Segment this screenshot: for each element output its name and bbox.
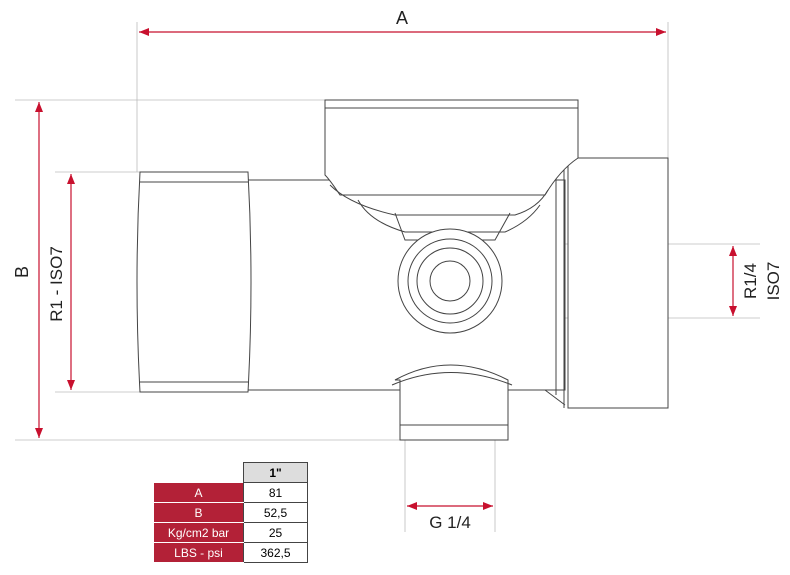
row-label: LBS - psi (153, 542, 244, 563)
right-socket (567, 157, 669, 409)
spec-table-size-header: 1" (243, 462, 308, 483)
table-row: Kg/cm2 bar 25 (153, 522, 308, 543)
row-label: A (153, 482, 244, 503)
bottom-port (394, 364, 509, 441)
dimension-lines (35, 28, 737, 510)
table-row: A 81 (153, 482, 308, 503)
spec-table: 1" A 81 B 52,5 Kg/cm2 bar 25 LBS - psi 3… (153, 462, 308, 563)
dim-r14-label-1: R1/4 (741, 263, 760, 299)
row-value: 362,5 (243, 542, 308, 563)
row-value: 81 (243, 482, 308, 503)
row-label: B (153, 502, 244, 523)
left-thread-end (136, 171, 252, 393)
dim-r1-label: R1 - ISO7 (47, 246, 66, 322)
dim-b-label: B (12, 266, 32, 278)
table-row: LBS - psi 362,5 (153, 542, 308, 563)
valve-body (136, 99, 669, 441)
row-label: Kg/cm2 bar (153, 522, 244, 543)
row-value: 52,5 (243, 502, 308, 523)
spec-table-header: 1" (154, 462, 308, 483)
dim-g14-label: G 1/4 (429, 513, 471, 532)
spec-table-corner (154, 463, 244, 483)
dim-a-label: A (396, 8, 408, 28)
table-row: B 52,5 (153, 502, 308, 523)
top-boss (324, 99, 579, 196)
row-value: 25 (243, 522, 308, 543)
dim-r14-label-2: ISO7 (764, 262, 783, 301)
